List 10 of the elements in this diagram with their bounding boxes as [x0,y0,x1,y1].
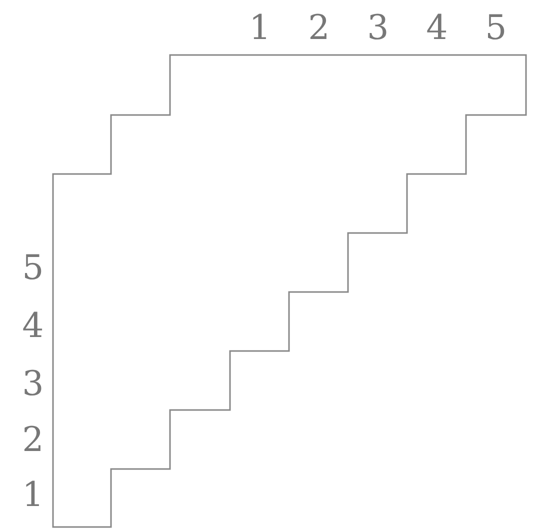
row-number: 1 [22,478,44,512]
row-number: 2 [22,423,44,457]
row-number: 4 [22,309,44,343]
column-number: 2 [308,11,330,45]
row-number: 5 [22,251,44,285]
column-number: 5 [485,11,507,45]
row-number: 3 [22,367,44,401]
column-number: 4 [426,11,448,45]
column-number: 3 [367,11,389,45]
column-number: 1 [249,11,271,45]
